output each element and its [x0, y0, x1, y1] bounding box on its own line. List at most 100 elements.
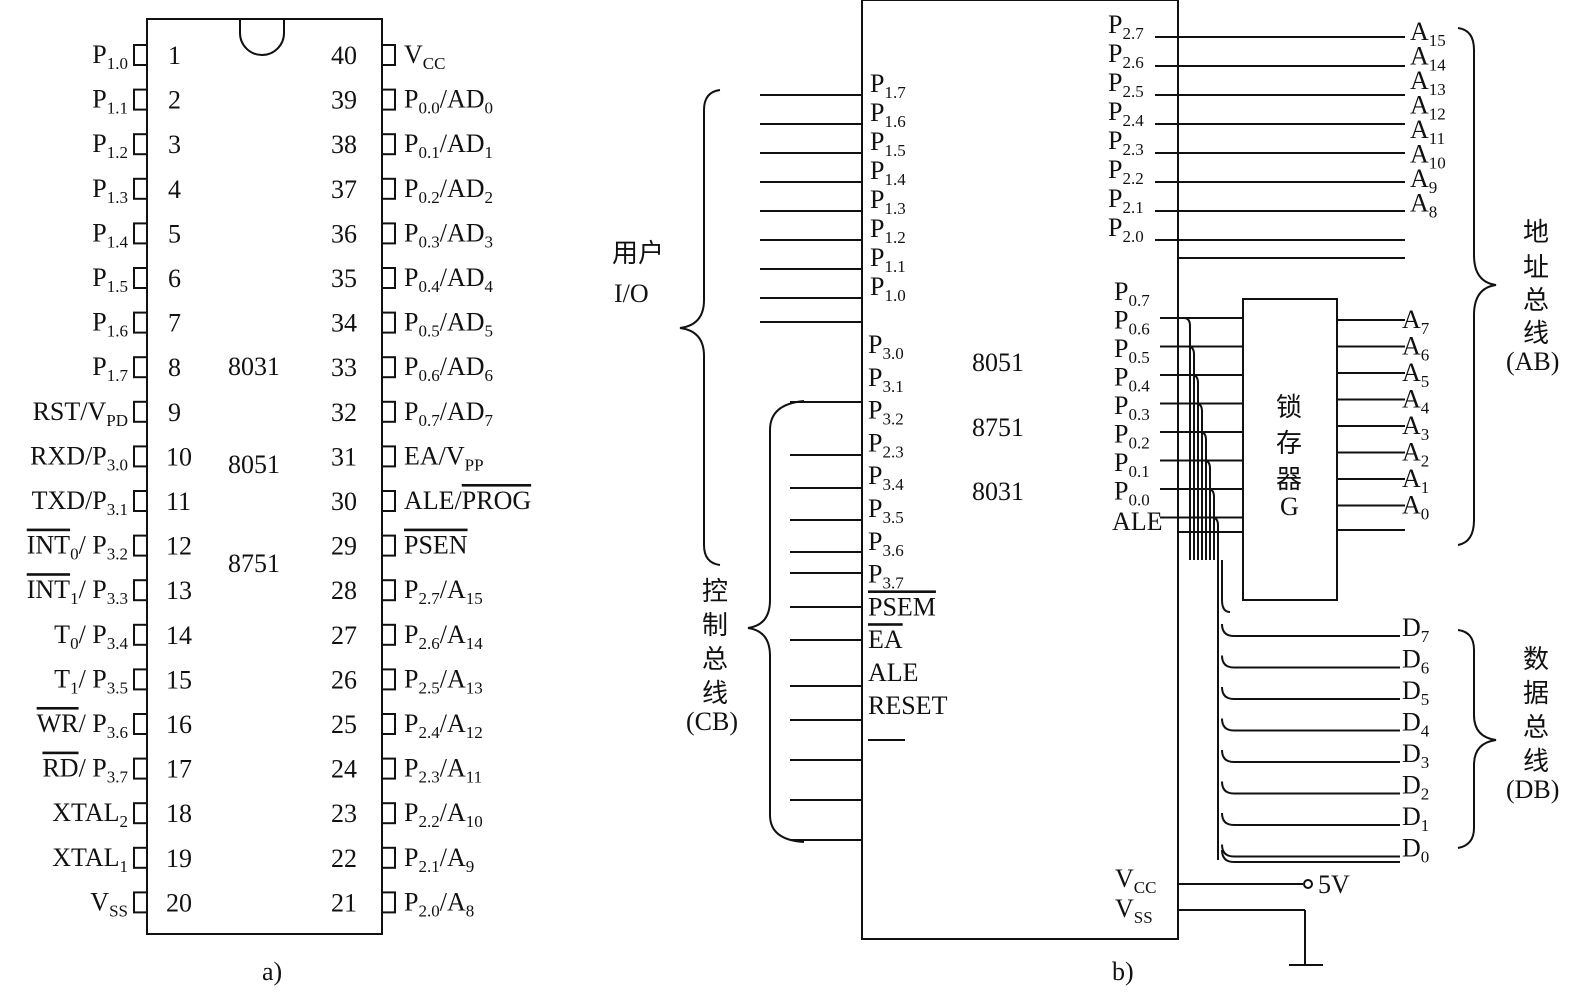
pin-label-left: P1.2 — [92, 129, 128, 162]
pin-label-text: RXD/P3.0 — [30, 441, 128, 474]
pin-number: 5 — [168, 219, 181, 248]
control-bus-brace — [747, 400, 805, 843]
address-low-label: A4 — [1402, 385, 1430, 418]
pin-label-text: T0/ P3.4 — [54, 620, 128, 653]
pin-stub — [381, 400, 396, 423]
pin-stub — [381, 490, 396, 512]
pin-number: 18 — [166, 799, 192, 828]
data-bus-tap — [1211, 516, 1219, 560]
data-bus-tap — [1187, 345, 1195, 560]
pin-number: 12 — [166, 532, 192, 561]
pin-number: 11 — [166, 487, 191, 516]
data-line-label: D2 — [1402, 771, 1429, 804]
svg-text:地: 地 — [1523, 218, 1549, 247]
data-bus-tap — [1203, 459, 1211, 560]
pin-label-text: P1.1 — [92, 85, 128, 118]
data-line-label: D4 — [1402, 708, 1430, 741]
data-line-label: D0 — [1402, 834, 1429, 867]
svg-text:控: 控 — [702, 577, 728, 606]
caption-a: a) — [262, 957, 282, 986]
pin-label-text: P2.5/A13 — [404, 664, 483, 697]
pin-stub — [133, 490, 148, 512]
p1-pin-label: P1.1 — [870, 243, 906, 276]
pin-label-text: P0.4/AD4 — [404, 263, 494, 296]
pin-stub — [133, 623, 148, 646]
pin-number: 32 — [331, 398, 357, 427]
pin-label-left: XTAL1 — [52, 843, 128, 876]
svg-text:据: 据 — [1523, 679, 1549, 708]
control-pin-label: P3.5 — [868, 494, 904, 527]
data-bus-trunk — [1221, 560, 1231, 613]
pin-label-text: P2.1/A9 — [404, 843, 474, 876]
control-pin-label: EA — [868, 625, 903, 654]
data-bus-tap — [1191, 374, 1199, 560]
pin-stub — [133, 534, 148, 557]
pin-stub — [133, 846, 148, 869]
svg-text:G: G — [1280, 492, 1299, 521]
p2-pin-label: P2.1 — [1108, 184, 1144, 217]
pin-number: 38 — [331, 130, 357, 159]
svg-text:I/O: I/O — [614, 279, 649, 308]
p0-pin-label: P0.7 — [1114, 277, 1150, 310]
pin-number: 15 — [166, 665, 192, 694]
pin-label-text: P1.0 — [92, 40, 128, 73]
p1-pin-label: P1.7 — [870, 69, 906, 102]
pin-label-text: INT1/ P3.3 — [27, 575, 128, 608]
dip-chip-body — [146, 18, 383, 935]
data-line-label: D5 — [1402, 676, 1429, 709]
pin-number: 34 — [331, 309, 357, 338]
pin-label-text: XTAL1 — [52, 843, 128, 876]
pin-stub — [133, 713, 148, 735]
pin-label-text: P0.3/AD3 — [404, 218, 493, 251]
pin-stub — [133, 88, 148, 111]
address-high-label: A15 — [1410, 17, 1446, 50]
pin-stub — [381, 356, 396, 379]
control-pin-label: P3.4 — [868, 461, 904, 494]
pin-label-left: XTAL2 — [52, 798, 128, 831]
svg-text:线: 线 — [1523, 319, 1549, 348]
pin-label-text: VCC — [404, 40, 445, 73]
p1-pin-label: P1.0 — [870, 272, 906, 305]
pin-stub — [381, 623, 396, 646]
pin-stub — [381, 668, 396, 691]
pin-stub — [133, 400, 148, 423]
pin-stub — [133, 802, 148, 825]
p0-pin-label: P0.0 — [1114, 477, 1150, 510]
data-bus-tap — [1183, 317, 1191, 560]
svg-text:存: 存 — [1276, 429, 1302, 458]
vcc-terminal — [1303, 879, 1313, 889]
pin-number: 10 — [166, 442, 192, 471]
data-bus-line — [1221, 781, 1400, 795]
control-pin-label: P2.3 — [868, 428, 904, 461]
pin-number: 6 — [168, 264, 181, 293]
svg-text:锁: 锁 — [1276, 393, 1302, 422]
address-high-label: A12 — [1410, 91, 1446, 124]
data-line-label: D3 — [1402, 739, 1429, 772]
pin-stub — [133, 133, 148, 156]
address-high-label: A14 — [1410, 42, 1446, 75]
pin-label-text: WR/ P3.6 — [37, 709, 128, 742]
pin-label-left: T1/ P3.5 — [54, 664, 128, 697]
control-pin-label: P3.2 — [868, 396, 904, 429]
pin-number: 26 — [331, 665, 357, 694]
pin-label-text: P1.5 — [92, 263, 128, 296]
pin-label-text: P1.4 — [92, 218, 128, 251]
svg-text:址: 址 — [1523, 253, 1549, 282]
supply-label: 5V — [1318, 870, 1350, 899]
data-bus-line — [1221, 686, 1400, 700]
pin-label-left: P1.3 — [92, 174, 128, 207]
pin-number: 14 — [166, 621, 192, 650]
data-bus-tap — [1199, 431, 1207, 560]
svg-text:总: 总 — [1523, 713, 1549, 742]
pin-number: 4 — [168, 175, 181, 204]
chip-name-8051: 8051 — [228, 450, 280, 479]
pin-stub — [381, 133, 396, 156]
pin-stub — [381, 757, 396, 780]
pin-number: 36 — [331, 219, 357, 248]
address-bus-label: 地 址 总 线 (AB) — [1506, 218, 1559, 376]
pin-label-text: P1.3 — [92, 174, 128, 207]
caption-b: b) — [1112, 957, 1134, 986]
data-bus-line — [1221, 844, 1400, 858]
pin-label-text: ALE/PROG — [404, 486, 531, 515]
